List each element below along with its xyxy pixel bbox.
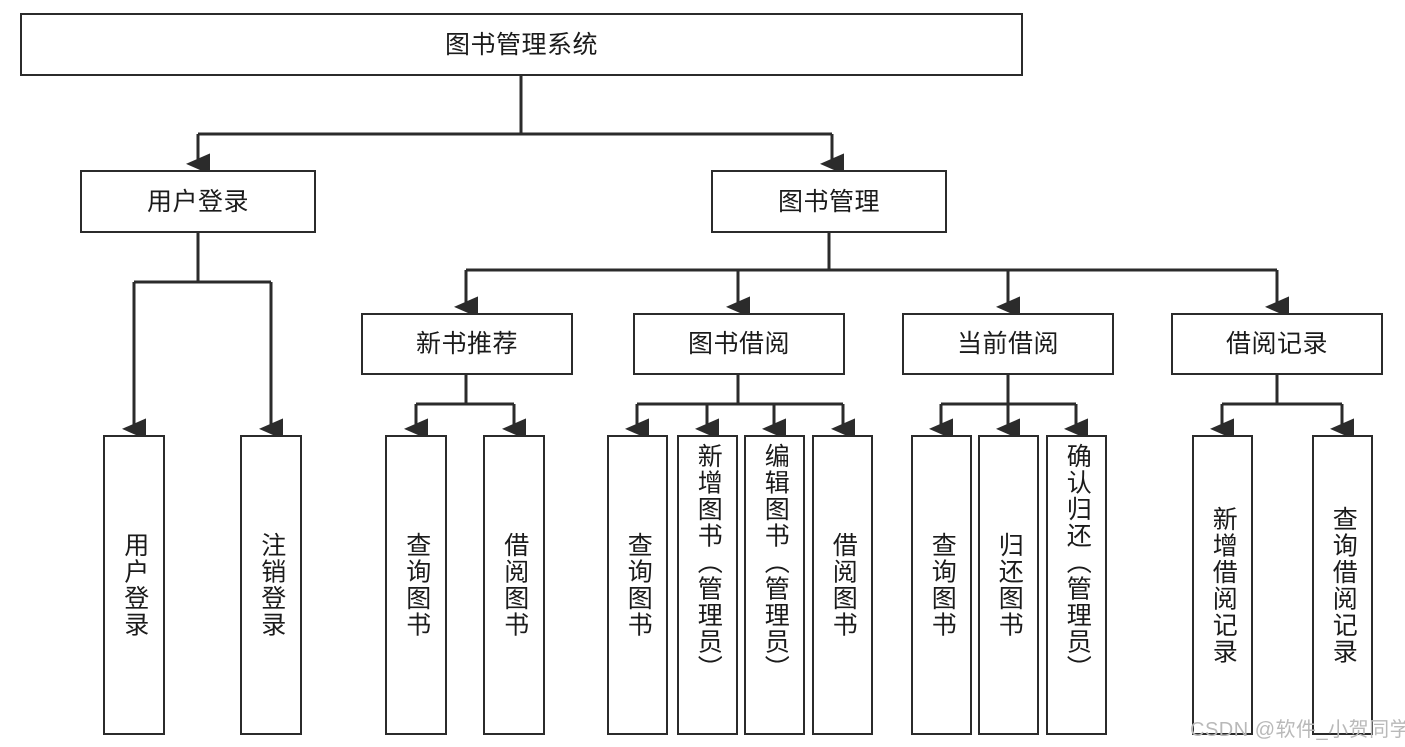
node-book-management[interactable]: 图书管理: [711, 170, 947, 233]
node-label: 用户登录: [120, 532, 149, 638]
node-user-login[interactable]: 用户登录: [80, 170, 316, 233]
leaf-borrow-book-recommend[interactable]: 借阅图书: [483, 435, 545, 735]
node-label: 查询图书: [624, 532, 653, 638]
node-label: 查询借阅记录: [1329, 505, 1358, 665]
leaf-user-login[interactable]: 用户登录: [103, 435, 165, 735]
node-label: 查询图书: [928, 532, 957, 638]
node-current-borrow[interactable]: 当前借阅: [902, 313, 1114, 375]
leaf-logout-login[interactable]: 注销登录: [240, 435, 302, 735]
node-label: 图书管理: [777, 187, 880, 216]
node-label: 图书借阅: [687, 330, 790, 358]
node-label: 归还图书: [995, 532, 1024, 638]
leaf-confirm-return[interactable]: 确认归还（管理员）: [1046, 435, 1107, 735]
node-borrow-record[interactable]: 借阅记录: [1171, 313, 1383, 375]
leaf-query-book-recommend[interactable]: 查询图书: [385, 435, 447, 735]
node-label: 编辑图书（管理员）: [761, 443, 790, 682]
node-label: 借阅记录: [1225, 330, 1328, 358]
node-label: 借阅图书: [500, 532, 529, 638]
leaf-query-borrow-record[interactable]: 查询借阅记录: [1312, 435, 1373, 735]
node-book-borrow[interactable]: 图书借阅: [633, 313, 845, 375]
leaf-return-book[interactable]: 归还图书: [978, 435, 1039, 735]
node-label: 新书推荐: [415, 330, 518, 358]
node-label: 确认归还（管理员）: [1063, 443, 1092, 682]
node-label: 当前借阅: [956, 330, 1059, 358]
node-label: 注销登录: [257, 532, 286, 638]
node-root-system[interactable]: 图书管理系统: [20, 13, 1023, 76]
csdn-watermark: CSDN @软件_小贺同学: [1190, 719, 1405, 741]
leaf-query-book-borrow[interactable]: 查询图书: [607, 435, 668, 735]
node-label: 用户登录: [146, 187, 249, 216]
node-label: 借阅图书: [829, 532, 858, 638]
node-label: 新增图书（管理员）: [694, 443, 723, 682]
leaf-query-book-current[interactable]: 查询图书: [911, 435, 972, 735]
leaf-edit-book[interactable]: 编辑图书（管理员）: [744, 435, 805, 735]
node-label: 查询图书: [402, 532, 431, 638]
node-label: 新增借阅记录: [1209, 505, 1238, 665]
leaf-add-borrow-record[interactable]: 新增借阅记录: [1192, 435, 1253, 735]
node-label: 图书管理系统: [444, 30, 598, 59]
leaf-borrow-book-borrow[interactable]: 借阅图书: [812, 435, 873, 735]
node-new-book-recommend[interactable]: 新书推荐: [361, 313, 573, 375]
leaf-add-book[interactable]: 新增图书（管理员）: [677, 435, 738, 735]
